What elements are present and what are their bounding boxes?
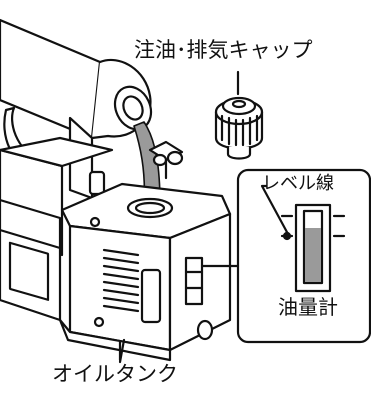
- level-line-label: レベル線: [262, 173, 334, 194]
- tank-label: オイルタンク: [52, 362, 178, 386]
- oil-gauge-icon: [260, 184, 346, 293]
- vacuum-pump-icon: [0, 106, 232, 364]
- cap-label: 注油･排気キャップ: [134, 38, 313, 62]
- oil-bottle-icon: [0, 18, 153, 140]
- gauge-label: 油量計: [278, 295, 338, 319]
- filler-cap-icon: [214, 96, 264, 160]
